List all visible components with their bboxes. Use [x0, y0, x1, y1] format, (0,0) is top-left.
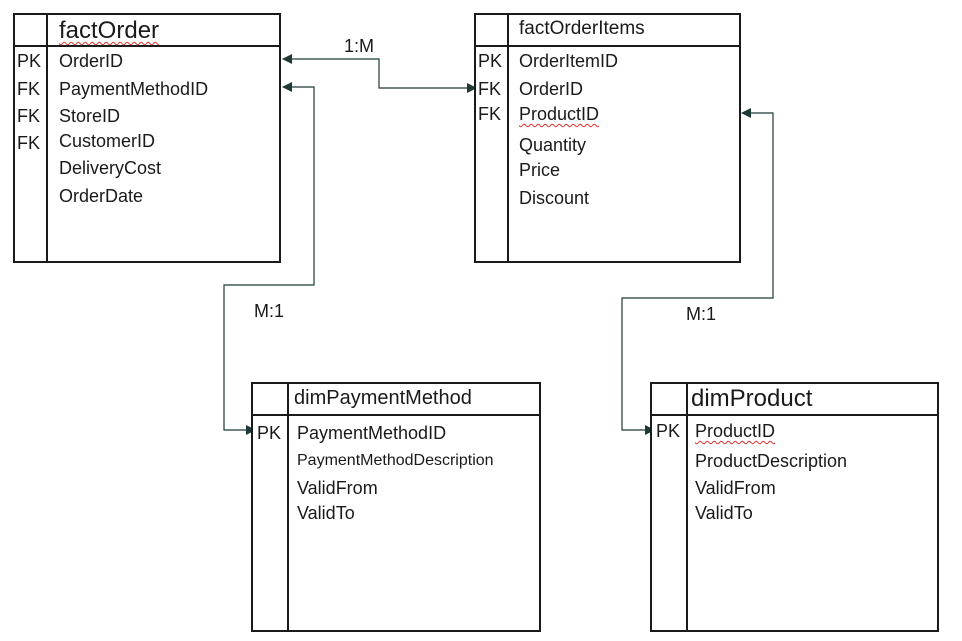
attribute-name: Price	[519, 160, 561, 180]
attribute-name: OrderID	[519, 79, 584, 99]
entity-title: dimProduct	[691, 385, 813, 412]
attribute-row: PK OrderItemID	[476, 49, 739, 73]
entity-dim-payment-method[interactable]: dimPaymentMethod PK PaymentMethodID Paym…	[251, 382, 541, 632]
attribute-row: ValidFrom	[652, 476, 937, 500]
key-column-divider	[507, 15, 509, 261]
attribute-name: OrderDate	[59, 186, 144, 206]
attribute-name: PaymentMethodDescription	[297, 452, 494, 469]
entity-title: dimPaymentMethod	[294, 387, 472, 409]
key-column-divider	[46, 15, 48, 261]
entity-title: factOrderItems	[519, 18, 645, 39]
arrowhead-factorder-paymentmethodid	[282, 82, 292, 92]
attribute-row: ValidFrom	[253, 476, 539, 500]
key-marker: FK	[17, 79, 41, 99]
relationship-label-product: M:1	[686, 304, 717, 324]
attribute-name: OrderItemID	[519, 51, 619, 71]
attribute-name: Quantity	[519, 135, 587, 155]
attribute-row: FK OrderID	[476, 77, 739, 101]
key-marker: PK	[17, 51, 42, 71]
attribute-row: Price	[476, 158, 739, 182]
attribute-row: FK StoreID	[15, 104, 279, 128]
attribute-row: FK CustomerID	[15, 129, 279, 153]
attribute-name: PaymentMethodID	[297, 423, 447, 443]
key-marker: FK	[17, 133, 41, 153]
entity-dim-product[interactable]: dimProduct PK ProductID ProductDescripti…	[650, 382, 939, 632]
connector-payment-method	[223, 86, 315, 431]
attribute-name: DeliveryCost	[59, 158, 162, 178]
attribute-name: Discount	[519, 188, 590, 208]
key-column-divider	[686, 384, 688, 630]
key-marker: FK	[478, 79, 502, 99]
key-marker: PK	[656, 421, 681, 441]
attribute-row: PK PaymentMethodID	[253, 421, 539, 445]
attribute-name: PaymentMethodID	[59, 79, 209, 99]
arrowhead-factorder-orderid	[282, 54, 292, 64]
attribute-row: ProductDescription	[652, 449, 937, 473]
attribute-row: PK ProductID	[652, 419, 937, 443]
attribute-name: CustomerID	[59, 131, 156, 151]
key-marker: PK	[478, 51, 503, 71]
attribute-row: Discount	[476, 186, 739, 210]
attribute-row: FK ProductID	[476, 102, 739, 126]
entity-header	[476, 15, 739, 47]
entity-header	[652, 384, 937, 416]
attribute-name: StoreID	[59, 106, 121, 126]
relationship-label-payment-method: M:1	[254, 301, 285, 321]
attribute-row: OrderDate	[15, 184, 279, 208]
attribute-row: ValidTo	[652, 501, 937, 525]
entity-fact-order-items[interactable]: factOrderItems PK OrderItemID FK OrderID…	[474, 13, 741, 263]
arrowhead-items-orderid	[467, 83, 477, 93]
key-column-divider	[287, 384, 289, 630]
attribute-name: OrderID	[59, 51, 124, 71]
attribute-row: DeliveryCost	[15, 156, 279, 180]
key-marker: PK	[257, 423, 282, 443]
entity-header	[253, 384, 539, 416]
attribute-name: ProductID	[519, 104, 600, 124]
arrowhead-items-productid	[741, 108, 751, 118]
attribute-name: ProductDescription	[695, 451, 848, 471]
attribute-row: FK PaymentMethodID	[15, 77, 279, 101]
key-marker: FK	[478, 104, 502, 124]
attribute-name: ProductID	[695, 421, 776, 441]
attribute-row: ValidTo	[253, 501, 539, 525]
entity-fact-order[interactable]: factOrder PK OrderID FK PaymentMethodID …	[13, 13, 281, 263]
attribute-name: ValidFrom	[695, 478, 776, 498]
attribute-row: Quantity	[476, 133, 739, 157]
attribute-name: ValidTo	[695, 503, 753, 523]
connector-product	[621, 112, 774, 431]
entity-header	[15, 15, 279, 47]
attribute-row: PK OrderID	[15, 49, 279, 73]
attribute-row: PaymentMethodDescription	[253, 449, 539, 473]
connector-order-items	[283, 58, 476, 89]
attribute-name: ValidFrom	[297, 478, 378, 498]
entity-title: factOrder	[59, 17, 160, 44]
attribute-name: ValidTo	[297, 503, 355, 523]
key-marker: FK	[17, 106, 41, 126]
relationship-label-order-items: 1:M	[344, 36, 375, 56]
